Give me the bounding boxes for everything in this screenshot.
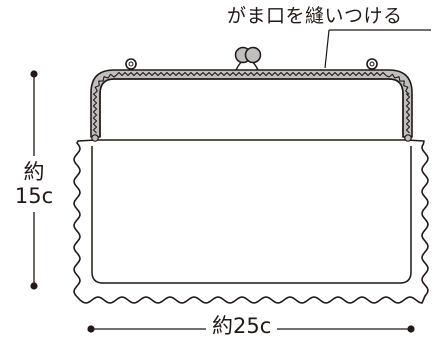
bag-body-seam (91, 146, 412, 284)
width-dimension-label: 約25c (206, 316, 278, 337)
height-label-value: 15c (14, 184, 54, 209)
callout-leader (324, 29, 431, 69)
chain-ring-left (125, 58, 137, 70)
frame-stitch-line (92, 71, 411, 134)
sew-frame-callout: がま口を縫いつける (227, 5, 403, 27)
clasp-frame (90, 69, 413, 142)
chain-ring-right (366, 58, 378, 70)
height-label-approx: 約 (23, 160, 45, 184)
fabric-pouch-outline (73, 139, 429, 304)
kiss-lock-clasp (234, 46, 262, 71)
height-dimension-label: 約 15c (14, 156, 54, 213)
